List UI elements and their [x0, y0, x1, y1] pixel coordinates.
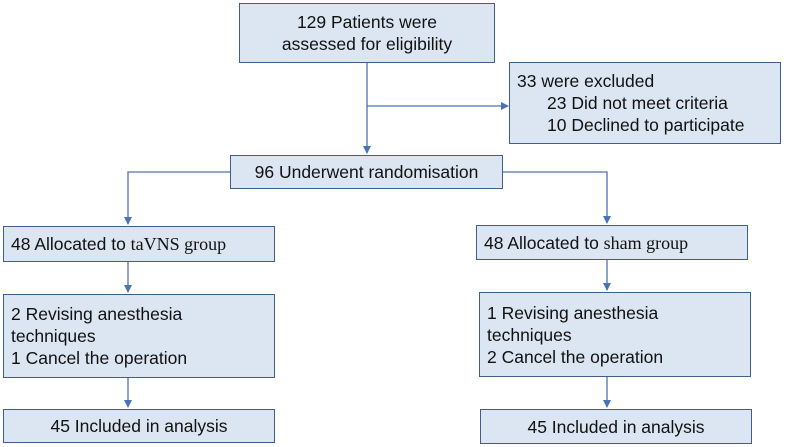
arrow-to-left-allocation [124, 171, 230, 225]
excluded-reason: 10 Declined to participate [547, 115, 745, 135]
right-analysis-box: 45 Included in analysis [480, 409, 752, 444]
right-dropouts-box: 1 Revising anesthesia techniques 2 Cance… [479, 292, 751, 377]
assessed-line-2: assessed for eligibility [281, 34, 453, 54]
right-allocation-label: 48 Allocated to sham group [484, 232, 747, 254]
right-dropout-line: 2 Cancel the operation [487, 346, 664, 367]
excluded-title: 33 were excluded [517, 71, 655, 91]
randomisation-box: 96 Underwent randomisation [230, 155, 503, 189]
left-allocation-label: 48 Allocated to taVNS group [11, 233, 274, 255]
right-dropout-line: techniques [487, 324, 572, 345]
left-allocation-box: 48 Allocated to taVNS group [3, 226, 275, 262]
arrow-to-right-allocation [503, 171, 611, 224]
excluded-box: 33 were excluded 23 Did not meet criteri… [509, 62, 781, 144]
left-analysis-box: 45 Included in analysis [3, 409, 275, 443]
right-allocation-group: sham group [603, 232, 689, 253]
randomisation-label: 96 Underwent randomisation [254, 162, 479, 182]
left-allocation-prefix: 48 Allocated to [11, 234, 131, 254]
assessed-line-1: 129 Patients were [296, 12, 438, 32]
left-dropouts-box: 2 Revising anesthesia techniques 1 Cance… [3, 294, 275, 378]
right-allocation-box: 48 Allocated to sham group [476, 225, 748, 260]
right-allocation-prefix: 48 Allocated to [484, 232, 604, 253]
excluded-reason: 23 Did not meet criteria [547, 93, 728, 113]
right-analysis-label: 45 Included in analysis [527, 416, 705, 437]
left-dropout-line: 1 Cancel the operation [11, 348, 188, 368]
left-dropout-line: 2 Revising anesthesia [11, 304, 183, 324]
left-analysis-label: 45 Included in analysis [50, 416, 228, 436]
left-dropout-line: techniques [11, 326, 96, 346]
right-dropout-line: 1 Revising anesthesia [487, 302, 659, 323]
assessed-box: 129 Patients were assessed for eligibili… [239, 3, 495, 63]
left-allocation-group: taVNS group [130, 234, 227, 254]
